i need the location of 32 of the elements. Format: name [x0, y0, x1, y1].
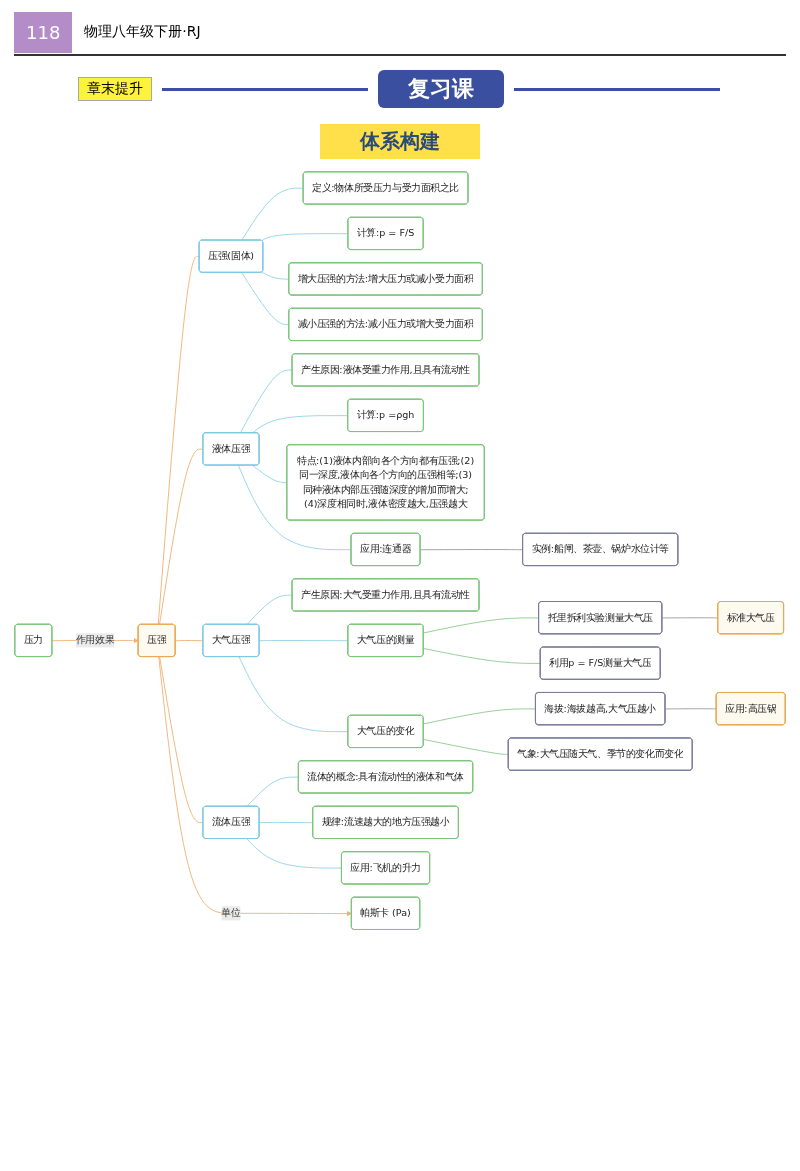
connector [175, 640, 204, 642]
connector [237, 464, 352, 551]
connector [239, 369, 293, 434]
connector [159, 448, 204, 625]
banner-title: 复习课 [378, 70, 504, 108]
connector [423, 648, 541, 664]
edge-label: 作用效果 [75, 634, 115, 646]
connector [251, 464, 288, 484]
book-title: 物理八年级下册·RJ [84, 23, 201, 41]
connector [258, 640, 349, 642]
connector [246, 594, 293, 625]
connector [261, 233, 349, 242]
connector [661, 617, 719, 619]
diagram-title: 体系构建 [320, 124, 480, 159]
connector [241, 272, 290, 326]
connector [238, 656, 349, 733]
connector [251, 415, 349, 434]
connector [261, 271, 290, 280]
connector [664, 708, 717, 710]
connector [246, 776, 300, 807]
connector [241, 187, 304, 241]
connector [157, 256, 200, 625]
connector [159, 656, 204, 824]
page-number: 118 [14, 11, 73, 53]
connector [423, 617, 540, 634]
connector [246, 838, 343, 869]
section-tag: 章末提升 [78, 77, 152, 101]
edge-label: 单位 [221, 907, 241, 919]
connector [423, 738, 509, 755]
connector [423, 708, 537, 725]
connector [258, 822, 314, 824]
connector [419, 549, 524, 551]
